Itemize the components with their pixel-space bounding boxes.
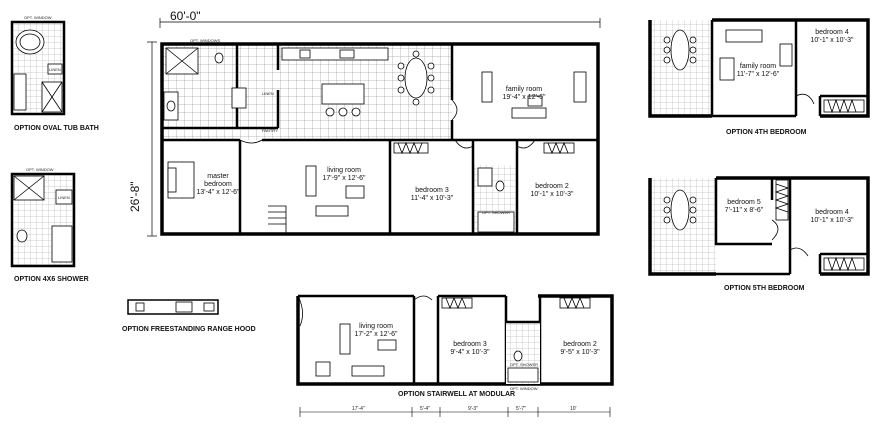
stair-stub [268,205,287,234]
stairwell-interior-walls [298,294,542,384]
stairwell-stair-curve [297,295,433,327]
option-4x6-shower: OPT. WINDOW LINEN OPTION 4X6 SHOWER [10,167,89,283]
fifth-bedroom-walls [648,176,870,276]
opt-shower-note: OPT. SHOWER [482,210,510,215]
option-stairwell: living room 17'-2" x 12'-6" bedroom 3 9'… [296,294,614,417]
stairwell-bath-toilet [513,350,523,362]
family-table [527,95,543,107]
bedroom2-size: 10'-1" x 10'-3" [530,191,574,198]
fourth-bedroom4-size: 10'-1" x 10'-3" [810,37,854,44]
fifth-bedroom5-name: bedroom 5 [727,199,761,206]
stairwell-exterior-walls [296,294,614,386]
bedroom3-name: bedroom 3 [415,187,449,194]
master-bedroom-size: 13'-4" x 12'-6" [196,189,240,196]
fourth-family-room-name: family room [740,63,776,70]
shower4x6-linen [55,189,73,205]
family-sofa [481,71,493,103]
interior-walls [162,44,598,234]
stairwell-dim-5: 10' [570,406,577,412]
living-table [345,185,365,199]
stairwell-bedroom3-name: bedroom 3 [453,341,487,348]
range-hood-counter [127,299,219,315]
stairwell-bedroom3-size: 9'-4" x 10'-3" [450,349,490,356]
master-bedroom-name-line2: bedroom [204,181,232,188]
stairwell-dim-2: 5'-4" [420,406,430,412]
fifth-bedroom-dining-table [670,189,690,231]
hall-bath-vanity [477,167,493,187]
fourth-bedroom-dining-table [670,29,690,71]
opt-windows-note: OPT. WINDOWS [190,38,221,43]
living-room-size: 17'-9" x 12'-6" [322,175,366,182]
oval-tub-caption: OPTION OVAL TUB BATH [14,125,99,132]
pantry-label: PANTRY [262,128,278,133]
option-oval-tub-bath: OPT. WINDOW LINEN OPTION OVAL TUB BATH [10,15,99,132]
oval-tub-linen [47,63,63,75]
fifth-bedroom4-name: bedroom 4 [815,209,849,216]
fourth-bedroom4-name: bedroom 4 [815,29,849,36]
stairwell-bedroom2-size: 9'-5" x 10'-3" [560,349,600,356]
overall-depth-dimension: 26'-8" [128,181,142,212]
hall-bath-toilet [495,180,505,192]
living-loveseat [315,205,349,217]
shower4x6-linen-label: LINEN [58,195,70,200]
hall-bath-tub [477,211,515,233]
shower4x6-caption: OPTION 4X6 SHOWER [14,276,89,283]
option-5th-bedroom: bedroom 5 7'-11" x 8'-6" bedroom 4 10'-1… [648,176,870,292]
bedroom2-closet [543,142,575,154]
linen-closet [231,87,247,109]
bedroom3-size: 11'-4" x 10'-3" [411,195,454,202]
bedroom3-closet [393,142,429,154]
stairwell-sofa [339,323,351,355]
stairwell-bedroom2-closet [559,297,591,309]
fifth-bedroom-caption: OPTION 5TH BEDROOM [724,285,805,292]
fifth-bedroom5-size: 7'-11" x 8'-6" [725,207,764,214]
overall-width-dimension: 60'-0" [170,9,201,23]
stairwell-bath-tub [507,367,539,383]
family-room-name: family room [506,86,542,93]
stairwell-opt-window: OPT. WINDOW [510,386,538,391]
main-floor-plan: 60'-0" 26'-8" OPT. WINDOWS LINEN PANTRY [128,9,601,237]
kitchen-island [321,83,365,105]
shower4x6-vanity [51,225,73,263]
dining-table [404,57,428,99]
option-4th-bedroom: family room 11'-7" x 12'-6" bedroom 4 10… [648,18,870,136]
option-range-hood: OPTION FREESTANDING RANGE HOOD [122,299,256,333]
fourth-bedroom-sofa [725,29,763,43]
living-sofa [305,165,317,197]
stairwell-loveseat [351,365,385,377]
range-hood-caption: OPTION FREESTANDING RANGE HOOD [122,326,256,333]
stairwell-bedroom2-name: bedroom 2 [563,341,597,348]
shower4x6-opt-window: OPT. WINDOW [26,167,54,172]
door-swings [239,99,536,149]
stairwell-caption: OPTION STAIRWELL AT MODULAR [398,391,515,398]
fifth-bedroom4-size: 10'-1" x 10'-3" [810,217,854,224]
stairwell-opt-shower: OPT. SHOWER [510,362,538,367]
stairwell-living-room-name: living room [359,323,393,330]
master-toilet [214,52,224,64]
living-room-name: living room [327,167,361,174]
kitchen-counter [281,47,389,61]
stairwell-dim-4: 5'-7" [516,406,526,412]
bedroom2-name: bedroom 2 [535,183,569,190]
master-bedroom-name-line1: master [207,173,229,180]
stairwell-living-room-size: 17'-2" x 12'-6" [354,331,398,338]
fourth-bedroom-caption: OPTION 4TH BEDROOM [726,129,807,136]
family-chair [573,71,587,103]
stairwell-dim-1: 17'-4" [352,406,365,412]
linen-label: LINEN [262,91,274,96]
oval-tub-vanity [13,73,27,111]
fourth-bedroom-walls [648,18,870,118]
stairwell-bedroom3-closet [441,297,473,309]
oval-tub-linen-label: LINEN [49,67,61,72]
family-room-size: 19'-4" x 12'-6" [502,94,546,101]
stairwell-dim-3: 9'-3" [468,406,478,412]
shower4x6-toilet [16,229,28,243]
fourth-family-room-size: 11'-7" x 12'-6" [737,71,780,78]
oval-tub-opt-window: OPT. WINDOW [24,15,52,20]
